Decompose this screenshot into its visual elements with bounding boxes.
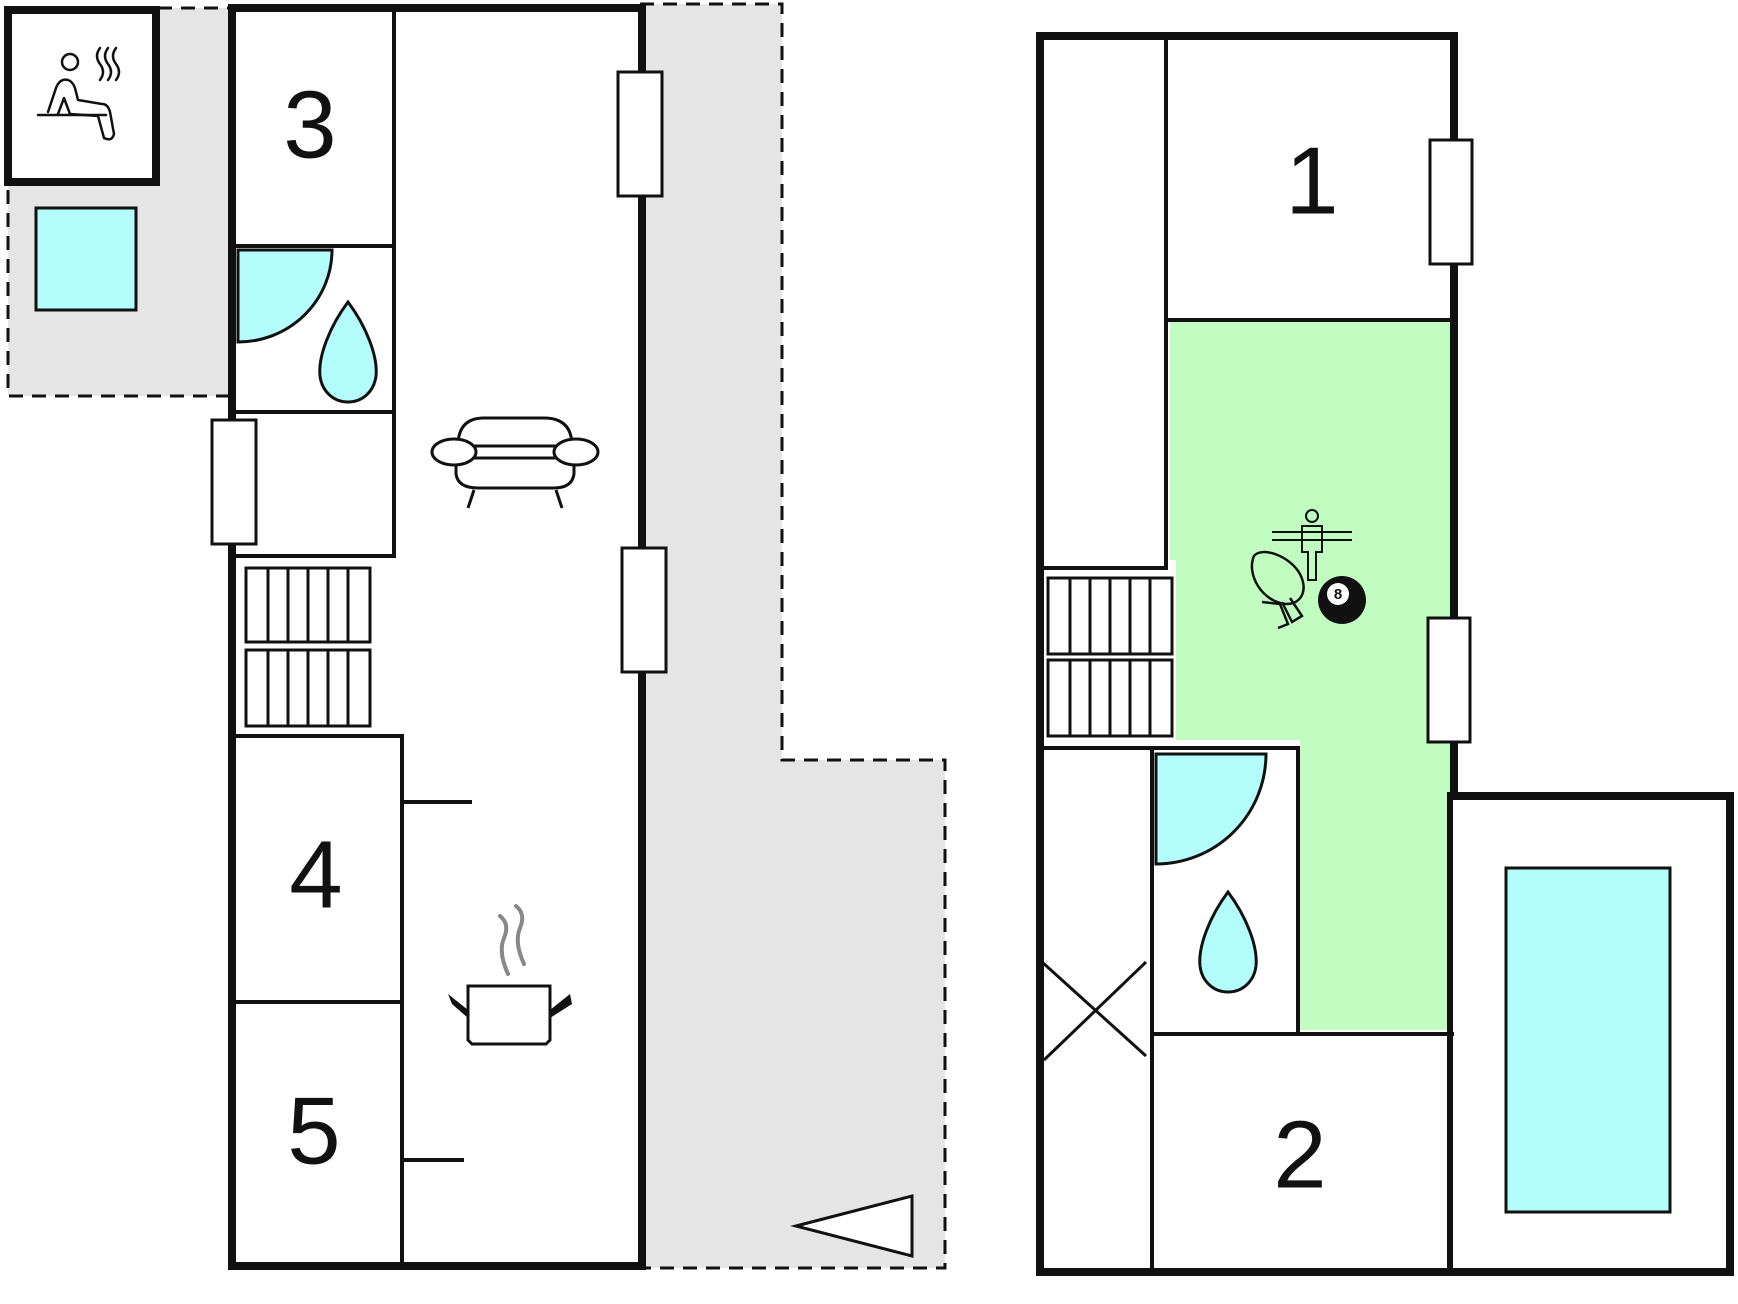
- corridor-wall: [1040, 36, 1168, 570]
- sofa-icon: [430, 416, 600, 509]
- door-swing-icon: [1154, 752, 1268, 866]
- water-drop-icon: [1198, 889, 1258, 994]
- table-tennis-icon: [1250, 550, 1305, 630]
- water-drop-icon: [318, 299, 378, 404]
- sauna-icon: [36, 46, 121, 141]
- cooking-pot-icon: [448, 904, 572, 1046]
- room-1-label: 1: [1285, 127, 1338, 234]
- window-icon: [210, 418, 258, 546]
- right-building: [1036, 32, 1734, 1276]
- window-icon: [620, 546, 668, 674]
- utility-cross: [1040, 960, 1148, 1062]
- room-4-label: 4: [289, 821, 342, 928]
- table-football-icon: [1272, 509, 1352, 581]
- room-2-label: 2: [1273, 1101, 1326, 1208]
- stairs-icon: [1046, 576, 1174, 738]
- stairs-icon: [244, 566, 372, 728]
- billiard-ball-icon: 8: [1318, 576, 1366, 624]
- activity-area: [1170, 320, 1452, 1030]
- right-building-outline: [1036, 32, 1734, 1276]
- hot-tub-icon: [34, 206, 138, 312]
- room-3-label: 3: [283, 71, 336, 178]
- terrace-top-left-dashed-edge: [6, 6, 230, 398]
- window-icon: [616, 70, 664, 198]
- window-icon: [1426, 616, 1472, 744]
- hall-walls: [232, 410, 396, 558]
- sauna-room: [4, 6, 160, 186]
- north-arrow-icon: [790, 1194, 914, 1258]
- terrace-right-dashed-edge: [640, 2, 947, 1270]
- billiard-ball-number: 8: [1334, 586, 1342, 603]
- window-icon: [1428, 138, 1474, 266]
- right-bathroom-walls: [1040, 746, 1300, 1272]
- terrace-right: [640, 4, 945, 1268]
- door-swing-icon: [236, 248, 334, 344]
- room-5-walls: [230, 1000, 404, 1268]
- room-5-label: 5: [287, 1077, 340, 1184]
- pool-icon: [1504, 866, 1672, 1214]
